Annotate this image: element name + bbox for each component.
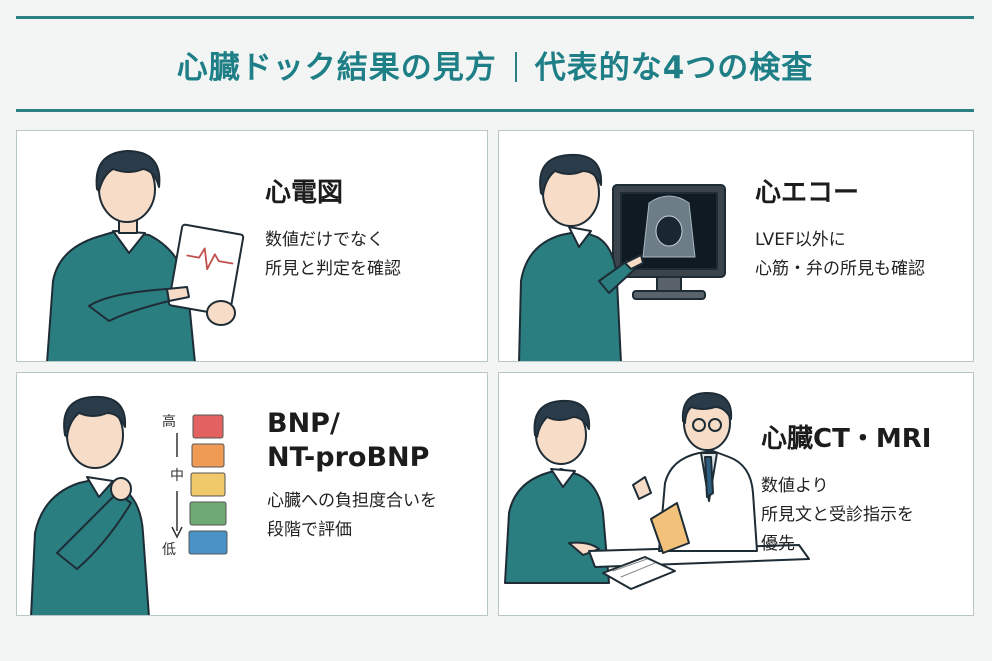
card-echo-line-1: LVEF以外に xyxy=(755,229,846,250)
card-ecg-line-2: 所見と判定を確認 xyxy=(265,258,401,279)
header-title: 心臓ドック結果の見方 xyxy=(176,49,497,86)
card-bnp-line-2: 段階で評価 xyxy=(267,519,352,540)
scale-bar-5 xyxy=(188,530,228,555)
card-ct-mri-text: 心臓CT・MRI 数値より 所見文と受診指示を 優先 xyxy=(761,423,931,559)
header-divider xyxy=(514,51,517,82)
scale-label-mid: 中 xyxy=(170,468,184,484)
scale-label-high: 高 xyxy=(162,414,176,430)
card-echo-title: 心エコー xyxy=(755,178,860,208)
card-bnp-title-line-1: BNP/ xyxy=(267,408,340,439)
card-echo-line-2: 心筋・弁の所見も確認 xyxy=(755,258,925,279)
card-ecg-line-1: 数値だけでなく xyxy=(265,229,384,250)
scale-bar-3 xyxy=(190,472,226,497)
scale-bar-4 xyxy=(189,501,227,526)
header-subtitle: 代表的な4つの検査 xyxy=(534,49,814,86)
card-bnp: 高 中 低 BNP/ NT-proBNP 心臓への負担度合いを 段階で評価 xyxy=(16,372,488,616)
page-header: 心臓ドック結果の見方代表的な4つの検査 xyxy=(16,16,974,112)
card-echo-text: 心エコー LVEF以外に 心筋・弁の所見も確認 xyxy=(755,177,925,284)
card-bnp-text: BNP/ NT-proBNP 心臓への負担度合いを 段階で評価 xyxy=(267,407,437,545)
card-ct-mri: 心臓CT・MRI 数値より 所見文と受診指示を 優先 xyxy=(498,372,974,616)
scale-bar-1 xyxy=(192,414,224,439)
scale-label-low: 低 xyxy=(162,542,176,558)
doctor-consultation-illustration xyxy=(504,392,810,590)
card-bnp-title-line-2: NT-proBNP xyxy=(267,441,430,473)
card-ct-mri-title: 心臓CT・MRI xyxy=(761,424,932,454)
card-bnp-title: BNP/ NT-proBNP xyxy=(267,407,437,475)
page-title: 心臓ドック結果の見方代表的な4つの検査 xyxy=(177,42,814,87)
man-thinking-illustration xyxy=(30,395,228,615)
card-echo: 心エコー LVEF以外に 心筋・弁の所見も確認 xyxy=(498,130,974,362)
card-ecg-title: 心電図 xyxy=(265,178,344,208)
man-pointing-monitor-illustration xyxy=(518,153,726,361)
card-ct-mri-line-2: 所見文と受診指示を xyxy=(761,504,914,525)
man-reading-ecg-illustration xyxy=(46,150,245,361)
card-ct-mri-line-3: 優先 xyxy=(761,533,795,554)
card-ct-mri-line-1: 数値より xyxy=(761,475,829,496)
bnp-level-scale xyxy=(188,414,228,555)
card-bnp-line-1: 心臓への負担度合いを xyxy=(267,490,437,511)
card-ecg: 心電図 数値だけでなく 所見と判定を確認 xyxy=(16,130,488,362)
scale-bar-2 xyxy=(191,443,225,468)
card-ecg-text: 心電図 数値だけでなく 所見と判定を確認 xyxy=(265,177,401,284)
